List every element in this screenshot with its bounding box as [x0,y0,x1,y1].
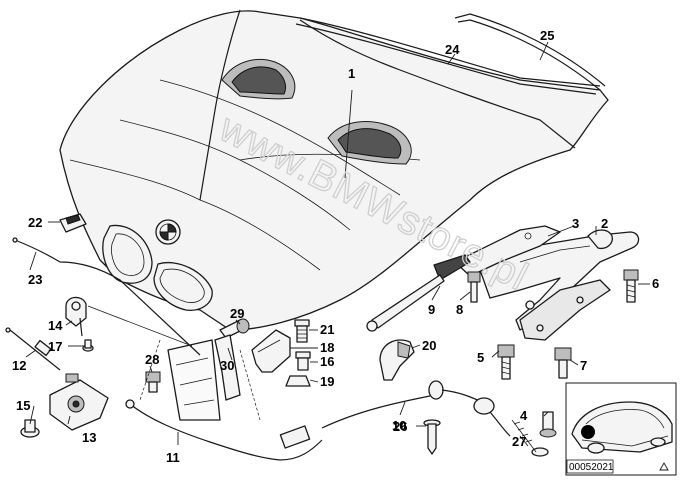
release-handle [379,339,415,381]
callout-23: 23 [28,272,42,287]
triangle-icon [659,462,669,471]
bonnet-lock [49,373,109,431]
gas-strut [366,254,471,332]
callout-29: 29 [230,306,244,321]
callout-17: 17 [48,339,62,354]
callout-26: 26 [393,419,407,434]
car-icon [571,401,673,454]
callout-9: 9 [428,302,435,317]
callout-1: 1 [348,66,355,81]
callout-30: 30 [220,358,234,373]
callout-6: 6 [652,276,659,291]
callout-labels: 1 2 3 4 5 6 7 8 9 10 11 12 13 14 15 16 1… [12,28,659,465]
clip-19 [285,375,311,387]
screw-27 [511,419,549,457]
callout-14: 14 [48,318,63,333]
callout-16: 16 [320,354,334,369]
bolt-4 [539,411,557,438]
bonnet-vent-left [221,59,296,100]
callout-11: 11 [166,450,180,465]
vehicle-location-inset: 00052021 [565,382,677,476]
leader-lines [25,41,650,447]
bmw-roundel-icon [155,219,181,245]
lock-support-bracket [139,339,261,421]
callout-28: 28 [145,352,159,367]
safety-catch [65,296,193,347]
bonnet-support-rod [12,237,201,356]
callout-27: 27 [512,434,526,449]
callout-5: 5 [477,350,484,365]
screw-15 [20,419,40,438]
callout-8: 8 [456,302,463,317]
bracket-30 [214,334,241,401]
callout-4: 4 [520,408,528,423]
pin-8 [467,271,481,303]
callout-12: 12 [12,358,26,373]
callout-18: 18 [320,340,334,355]
screw-17 [82,339,94,352]
callout-19: 19 [320,374,334,389]
callout-15: 15 [16,398,30,413]
callout-22: 22 [28,215,42,230]
bonnet-hinge [479,229,640,341]
bonnet-panel [59,9,609,331]
bonnet-seal-outer [454,13,606,91]
callout-10: 10 [392,418,406,433]
rubber-buffer-21 [294,319,310,343]
callout-24: 24 [445,42,460,57]
kidney-grille [102,224,213,311]
bolt-29 [219,318,250,339]
reference-number: 00052021 [569,462,614,473]
bowden-cable-10 [321,380,511,437]
callout-21: 21 [320,322,334,337]
callout-3: 3 [572,216,579,231]
screw-26 [423,419,441,455]
bonnet-location-marker-icon [581,425,595,439]
bolt-7 [554,347,572,379]
bowden-cable-12 [5,327,61,371]
bolt-6 [623,269,639,303]
bracket-18 [251,329,291,373]
bowden-cable-11 [125,399,323,461]
bonnet-seal-inner [295,17,601,95]
bolt-28 [145,371,161,393]
callout-20: 20 [422,338,436,353]
callout-25: 25 [540,28,554,43]
bolt-5 [497,344,515,380]
rubber-buffer-16 [295,351,311,371]
emblem-clip-22 [59,213,87,233]
callout-2: 2 [601,216,608,231]
callout-7: 7 [580,358,587,373]
callout-13: 13 [82,430,96,445]
